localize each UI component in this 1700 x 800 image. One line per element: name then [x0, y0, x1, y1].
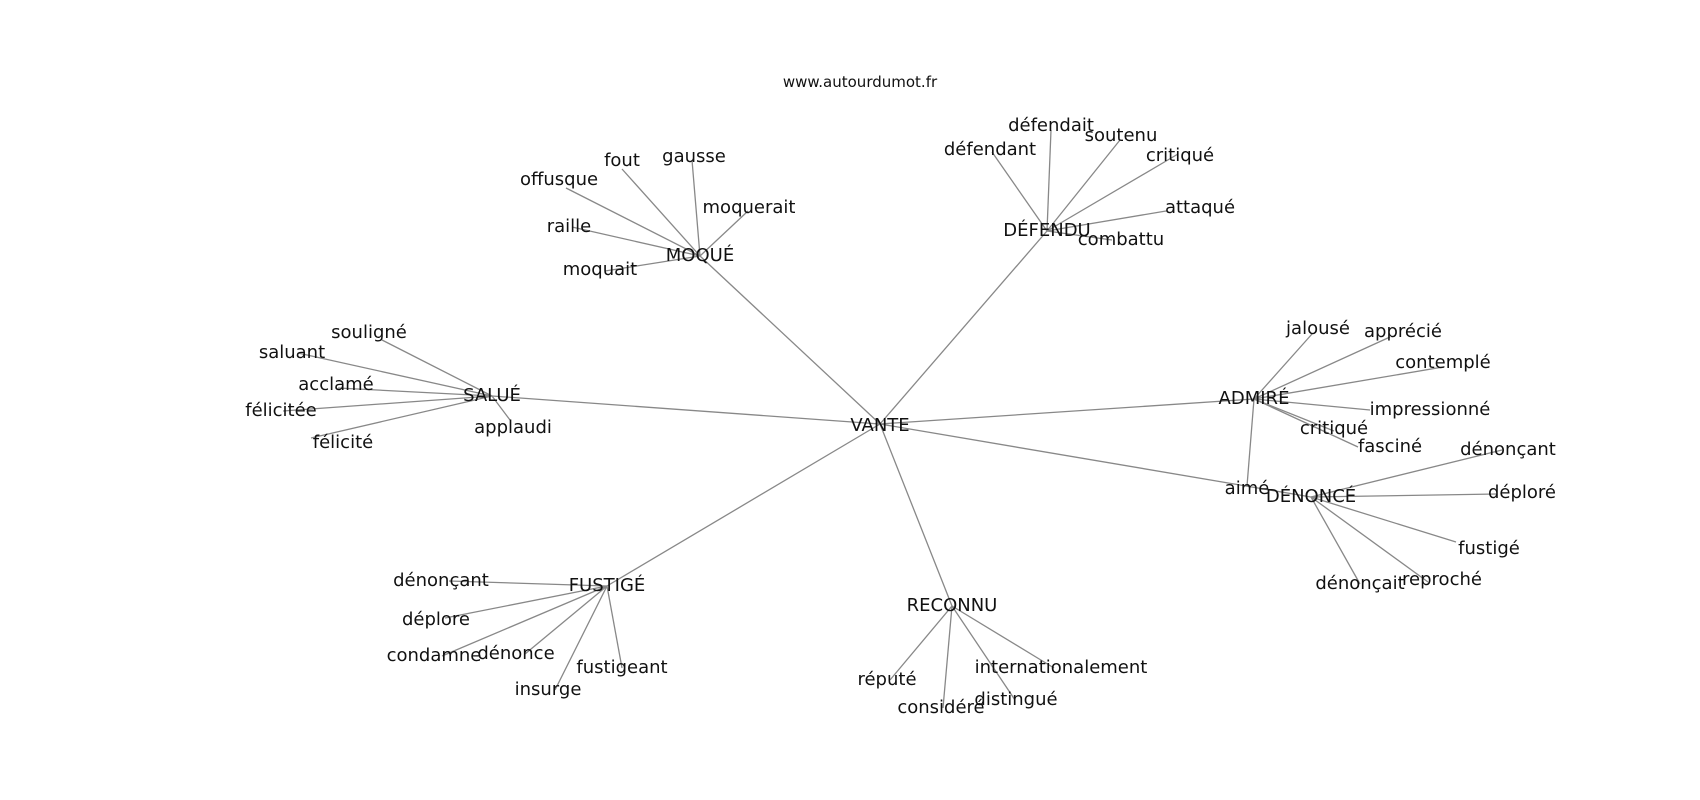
leaf-node-denonce: dénonçant	[1460, 439, 1556, 460]
leaf-node-denonce: déploré	[1488, 482, 1556, 503]
leaf-node-fustige: insurge	[515, 679, 582, 700]
edge-salue-leaf	[310, 395, 493, 439]
edge-denonce-leaf	[1310, 493, 1498, 498]
leaf-node-defendu: attaqué	[1165, 197, 1235, 218]
edge-moque-leaf	[621, 168, 701, 257]
leaf-node-defendu: combattu	[1078, 229, 1164, 250]
edge-center-denonce	[879, 423, 1312, 498]
edge-center-defendu	[879, 230, 1048, 425]
edge-salue-leaf	[297, 352, 493, 397]
leaf-node-reconnu: distingué	[974, 689, 1057, 710]
edge-defendu-leaf	[1046, 230, 1113, 241]
leaf-node-reconnu: internationalement	[975, 657, 1148, 678]
edge-fustige-leaf	[448, 580, 608, 587]
leaf-node-denonce: fustigé	[1458, 538, 1520, 559]
leaf-node-admire: jalousé	[1285, 318, 1350, 339]
edge-admire-leaf	[1253, 398, 1371, 411]
leaf-node-denonce: dénonçait	[1315, 573, 1404, 594]
leaf-node-fustige: déplore	[402, 609, 470, 630]
hub-node-fustige: FUSTIGÉ	[569, 574, 646, 596]
hub-node-reconnu: RECONNU	[907, 595, 998, 616]
edge-salue-leaf	[491, 395, 511, 421]
leaf-node-salue: souligné	[331, 322, 407, 343]
edge-center-reconnu	[879, 423, 953, 607]
edge-fustige-leaf	[606, 585, 623, 669]
hub-node-salue: SALUÉ	[463, 384, 521, 406]
center-node-label: VANTE	[850, 415, 909, 436]
hub-node-admire: ADMIRÉ	[1219, 387, 1290, 409]
source-watermark: www.autourdumot.fr	[783, 73, 938, 91]
edge-center-admire	[879, 398, 1255, 425]
leaf-node-reconnu: considéré	[897, 697, 984, 718]
leaf-node-salue: saluant	[259, 342, 325, 363]
leaf-node-moque: moquait	[563, 259, 637, 280]
leaf-node-moque: offusque	[520, 169, 598, 190]
edge-salue-leaf	[337, 387, 493, 397]
leaf-node-admire: aimé	[1225, 478, 1270, 499]
leaf-node-salue: félicitée	[245, 400, 317, 421]
edge-reconnu-leaf	[951, 605, 1016, 701]
leaf-node-salue: applaudi	[474, 417, 552, 438]
edge-moque-leaf	[604, 255, 701, 272]
leaf-node-admire: fasciné	[1358, 436, 1422, 457]
edge-salue-leaf	[282, 395, 493, 412]
edge-moque-leaf	[699, 210, 749, 257]
edge-fustige-leaf	[554, 585, 608, 691]
edge-admire-leaf	[1253, 398, 1335, 432]
edge-admire-leaf	[1246, 398, 1255, 487]
edge-fustige-leaf	[524, 585, 608, 655]
leaf-node-moque: fout	[604, 150, 640, 171]
edge-reconnu-leaf	[889, 605, 953, 681]
leaf-node-admire: critiqué	[1300, 418, 1368, 439]
leaf-node-denonce: reproché	[1402, 569, 1482, 590]
leaf-node-moque: moquerait	[703, 197, 796, 218]
leaf-node-defendu: soutenu	[1085, 125, 1158, 146]
leaf-node-admire: apprécié	[1364, 321, 1442, 342]
edge-defendu-leaf	[1046, 153, 1179, 232]
leaf-node-fustige: condamne	[387, 645, 482, 666]
edge-fustige-leaf	[444, 585, 608, 619]
edge-moque-leaf	[571, 226, 701, 257]
edge-center-salue	[491, 395, 881, 425]
leaf-node-fustige: dénonce	[477, 643, 554, 664]
edge-fustige-leaf	[441, 585, 608, 657]
leaf-node-defendu: défendait	[1008, 115, 1094, 136]
edge-denonce-leaf	[1310, 496, 1361, 585]
edge-admire-leaf	[1253, 336, 1391, 400]
leaf-node-admire: contemplé	[1395, 352, 1490, 373]
hub-node-denonce: DÉNONCÉ	[1266, 485, 1356, 507]
edge-reconnu-leaf	[951, 605, 1055, 669]
label-layer: VANTE MOQUÉ fout gausse offusque moquerait rai…	[245, 115, 1556, 718]
leaf-node-moque: gausse	[662, 146, 726, 167]
edge-admire-leaf	[1253, 333, 1313, 400]
edge-center-moque	[699, 255, 881, 425]
leaf-node-fustige: dénonçant	[393, 570, 489, 591]
edge-layer	[282, 129, 1503, 709]
edge-defendu-leaf	[991, 151, 1048, 232]
edge-moque-leaf	[565, 187, 701, 257]
leaf-node-defendu: défendant	[944, 139, 1036, 160]
leaf-node-salue: félicité	[313, 432, 373, 453]
leaf-node-defendu: critiqué	[1146, 145, 1214, 166]
edge-defendu-leaf	[1046, 129, 1052, 232]
edge-reconnu-leaf	[942, 605, 953, 709]
edge-admire-leaf	[1253, 366, 1444, 400]
edge-denonce-leaf	[1310, 449, 1503, 498]
edge-salue-leaf	[381, 339, 493, 397]
leaf-node-reconnu: réputé	[857, 669, 916, 690]
edge-admire-leaf	[1253, 398, 1359, 448]
edge-denonce-leaf	[1310, 496, 1429, 583]
hub-node-moque: MOQUÉ	[666, 244, 734, 266]
edge-defendu-leaf	[1046, 210, 1167, 232]
hub-node-defendu: DÉFENDU	[1003, 219, 1090, 241]
leaf-node-moque: raille	[547, 216, 592, 237]
edge-denonce-leaf	[1310, 496, 1457, 543]
edge-center-fustige	[606, 423, 881, 587]
edge-defendu-leaf	[1046, 139, 1121, 232]
leaf-node-admire: impressionné	[1370, 399, 1491, 420]
leaf-node-salue: acclamé	[298, 374, 373, 395]
edge-moque-leaf	[691, 159, 701, 257]
leaf-node-fustige: fustigeant	[576, 657, 667, 678]
